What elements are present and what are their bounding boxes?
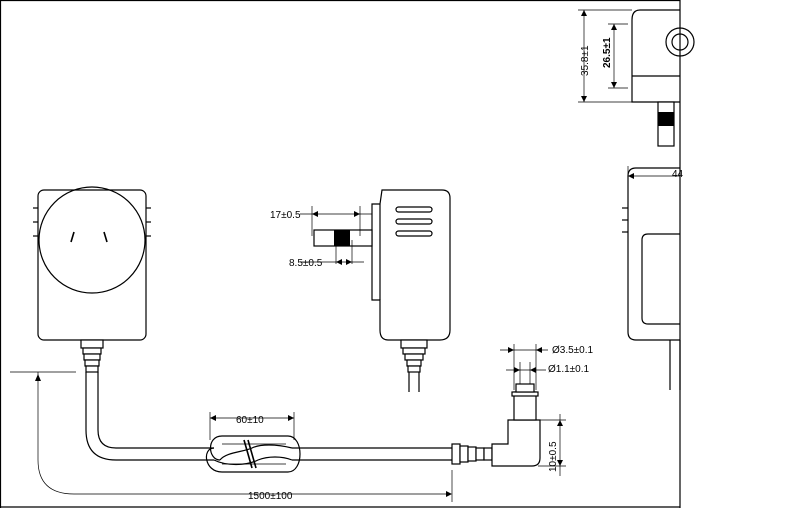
dim-height-outer: 35.8±1 bbox=[580, 45, 591, 76]
right-partial-side-view bbox=[622, 167, 681, 390]
dim-barrel-id: Ø1.1±0.1 bbox=[548, 364, 590, 375]
dc-plug bbox=[451, 383, 541, 467]
dim-prong-length: 17±0.5 bbox=[270, 210, 301, 221]
dim-cable-length: 1500±100 bbox=[248, 491, 293, 502]
dim-prong-tip: 8.5±0.5 bbox=[289, 258, 323, 269]
dim-side-width: 44 bbox=[672, 169, 684, 180]
cable bbox=[85, 372, 452, 473]
top-right-partial-view bbox=[578, 9, 695, 147]
dimension-lines bbox=[10, 10, 634, 502]
side-view-adapter bbox=[313, 189, 451, 392]
dim-height-inner: 26.5±1 bbox=[602, 37, 613, 68]
dim-plug-offset: 10±0.5 bbox=[548, 441, 559, 472]
dim-barrel-od: Ø3.5±0.1 bbox=[552, 345, 594, 356]
front-view-adapter bbox=[33, 186, 151, 373]
dim-cable-coil: 60±10 bbox=[236, 415, 264, 426]
